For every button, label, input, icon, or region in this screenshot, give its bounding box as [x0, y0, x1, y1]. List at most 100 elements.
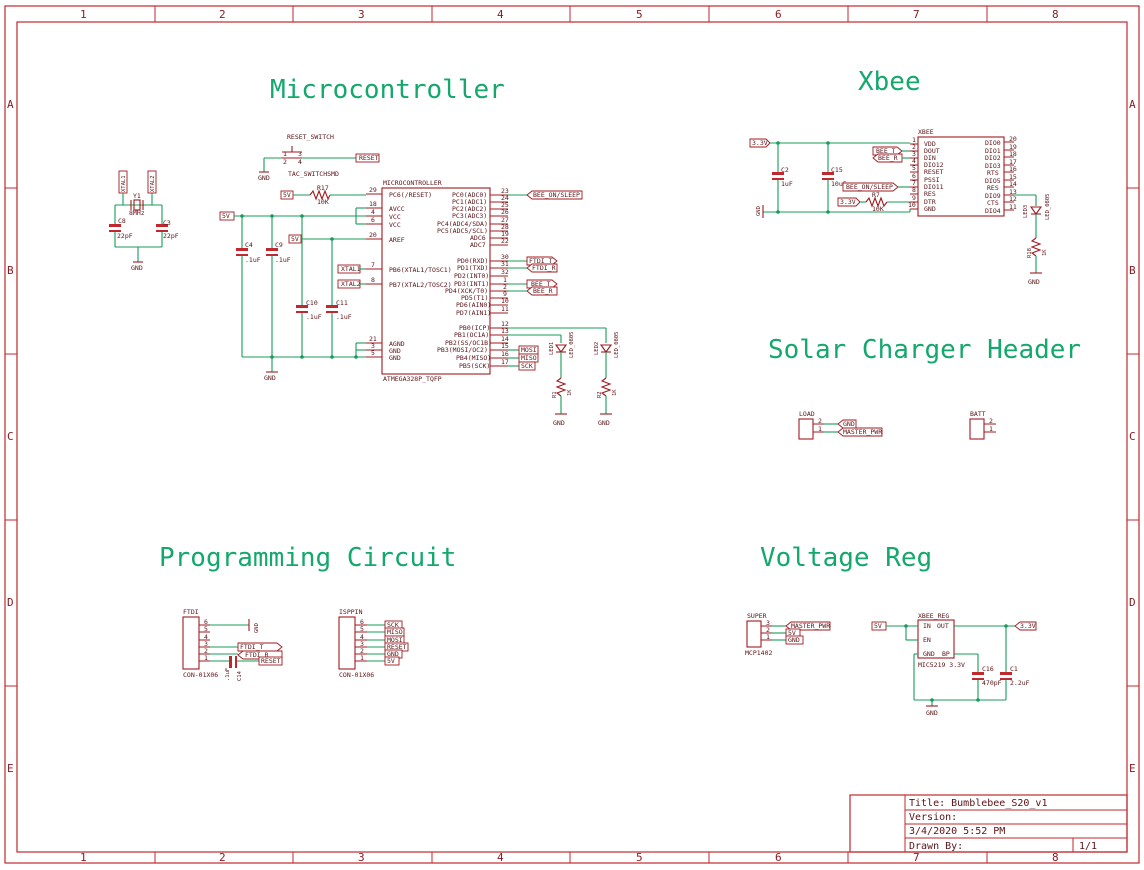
svg-text:11: 11 [501, 305, 509, 313]
svg-text:FTDI_T: FTDI_T [529, 257, 553, 265]
svg-text:5V: 5V [283, 191, 291, 199]
svg-text:LOAD: LOAD [799, 410, 815, 418]
svg-text:DTR: DTR [924, 198, 936, 206]
c8-value: 22pF [117, 232, 133, 240]
zone-row-d-left: D [7, 596, 14, 609]
svg-text:XTAL1: XTAL1 [341, 265, 361, 273]
svg-text:25: 25 [501, 201, 509, 209]
mcu-xtal-flags: XTAL1 XTAL2 [337, 264, 366, 289]
mcu-value: ATMEGA328P_TQFP [383, 375, 442, 383]
mcu-ground-rail: GND [242, 342, 366, 382]
svg-text:1uF: 1uF [781, 180, 793, 188]
svg-text:PD4(XCK/T0): PD4(XCK/T0) [445, 287, 488, 295]
svg-text:C9: C9 [275, 241, 283, 249]
svg-text:FTDI: FTDI [183, 608, 199, 616]
zone-row-c-right: C [1129, 430, 1136, 443]
svg-text:DIO0: DIO0 [985, 139, 1001, 147]
svg-text:PD6(AIN0): PD6(AIN0) [456, 301, 491, 309]
xbee-power: 3.3V C2 1uF C15 10uF GND [749, 138, 911, 218]
svg-text:4: 4 [360, 633, 364, 641]
y1-ref: Y1 [133, 192, 141, 200]
svg-text:2: 2 [912, 143, 916, 151]
svg-text:GND: GND [924, 205, 936, 213]
svg-text:15: 15 [501, 342, 509, 350]
zone-row-b-left: B [7, 264, 14, 277]
svg-text:.1uF: .1uF [245, 256, 261, 264]
svg-text:BEE_R: BEE_R [533, 287, 553, 295]
svg-text:5V: 5V [222, 212, 230, 220]
svg-text:.1uF: .1uF [306, 313, 322, 321]
y1-value: 8MHz [129, 209, 145, 217]
svg-text:GND: GND [387, 650, 399, 658]
svg-text:.1uF: .1uF [336, 313, 352, 321]
svg-text:1: 1 [989, 425, 993, 433]
svg-text:FTDI_R: FTDI_R [245, 651, 269, 659]
svg-text:8: 8 [371, 276, 375, 284]
svg-text:GND: GND [258, 174, 270, 182]
svg-text:3: 3 [371, 342, 375, 350]
svg-text:18: 18 [369, 200, 377, 208]
svg-text:1: 1 [360, 654, 364, 662]
svg-text:DIO2: DIO2 [985, 154, 1001, 162]
mcu-right-pins: 23 PC0(ADC0) 24 PC1(ADC1) 25 PC2(ADC2) 2… [437, 187, 509, 370]
svg-text:RTS: RTS [987, 169, 999, 177]
svg-text:GND: GND [389, 354, 401, 362]
svg-text:5: 5 [912, 164, 916, 172]
svg-text:2: 2 [283, 158, 287, 166]
svg-text:GND: GND [926, 709, 938, 717]
r17-pullup: 5V R17 10K [280, 184, 366, 206]
zone-col-2-bottom: 2 [219, 851, 226, 864]
zone-col-3-bottom: 3 [358, 851, 365, 864]
isp-header: ISPPIN 6 5 4 3 2 1 CON-01X06 SCK MISO MO… [338, 608, 409, 679]
svg-text:19: 19 [501, 230, 509, 238]
bee-on-sleep-label: BEE_ON/SLEEP [533, 191, 580, 199]
svg-text:GND: GND [1028, 278, 1040, 286]
svg-text:6: 6 [912, 172, 916, 180]
zone-col-3-top: 3 [358, 8, 365, 21]
title-block-drawn-by: Drawn By: [909, 841, 963, 852]
led3-circuit: LED3 LED_0805 R18 1K GND [1014, 194, 1051, 286]
xbee-module [917, 136, 1005, 217]
mcu-left-pins: 29 PC6(/RESET) 18 AVCC 4 VCC 6 VCC 20 AR… [366, 186, 452, 362]
section-title-microcontroller: Microcontroller [270, 75, 505, 105]
svg-text:16: 16 [501, 350, 509, 358]
svg-text:3.3V: 3.3V [840, 198, 856, 206]
svg-text:DIO1: DIO1 [985, 147, 1001, 155]
section-title-programming: Programming Circuit [159, 543, 456, 573]
svg-text:3.3V: 3.3V [752, 139, 768, 147]
svg-text:3.3V: 3.3V [1020, 622, 1036, 630]
svg-text:FTDI_T: FTDI_T [240, 643, 264, 651]
svg-text:3: 3 [766, 619, 770, 627]
svg-text:1: 1 [283, 150, 287, 158]
svg-text:32: 32 [501, 268, 509, 276]
svg-text:C11: C11 [336, 299, 348, 307]
svg-text:PB1(OC1A): PB1(OC1A) [454, 331, 489, 339]
svg-text:EN: EN [923, 636, 931, 644]
c11-cap: C11 .1uF [326, 299, 352, 357]
zone-col-5-bottom: 5 [636, 851, 643, 864]
mcu-ref: MICROCONTROLLER [383, 179, 442, 187]
title-block: Title: Bumblebee_S20_v1 Version: 3/4/202… [849, 794, 1128, 853]
svg-text:GND: GND [598, 419, 610, 427]
zone-row-b-right: B [1129, 264, 1136, 277]
sheet-frame [4, 5, 1140, 864]
svg-text:16: 16 [1009, 165, 1017, 173]
zone-col-5-top: 5 [636, 8, 643, 21]
svg-text:BP: BP [942, 650, 950, 658]
svg-text:C15: C15 [831, 166, 843, 174]
svg-text:4: 4 [912, 157, 916, 165]
xbee-right-pins: 20 DIO0 19 DIO1 18 DIO2 17 DIO3 16 RTS 1… [985, 135, 1017, 215]
svg-text:C14: C14 [237, 670, 243, 681]
svg-text:MIC5219 3.3V: MIC5219 3.3V [918, 661, 965, 669]
svg-text:1: 1 [503, 276, 507, 284]
svg-text:PD7(AIN1): PD7(AIN1) [456, 309, 491, 317]
svg-text:8: 8 [912, 186, 916, 194]
zone-row-a-right: A [1129, 98, 1136, 111]
svg-text:DIO12: DIO12 [924, 161, 944, 169]
mcu-right-flags: BEE_ON/SLEEP FTDI_T FTDI_R BEE_T BEE_R M… [508, 190, 583, 371]
svg-text:31: 31 [501, 260, 509, 268]
svg-text:10: 10 [501, 297, 509, 305]
svg-text:2: 2 [204, 647, 208, 655]
aref-net: 5V [288, 234, 366, 305]
xbee-circuit: XBEE 1 VDD 2 DOUT 3 DIN 4 DIO12 5 RESET … [749, 128, 1051, 286]
